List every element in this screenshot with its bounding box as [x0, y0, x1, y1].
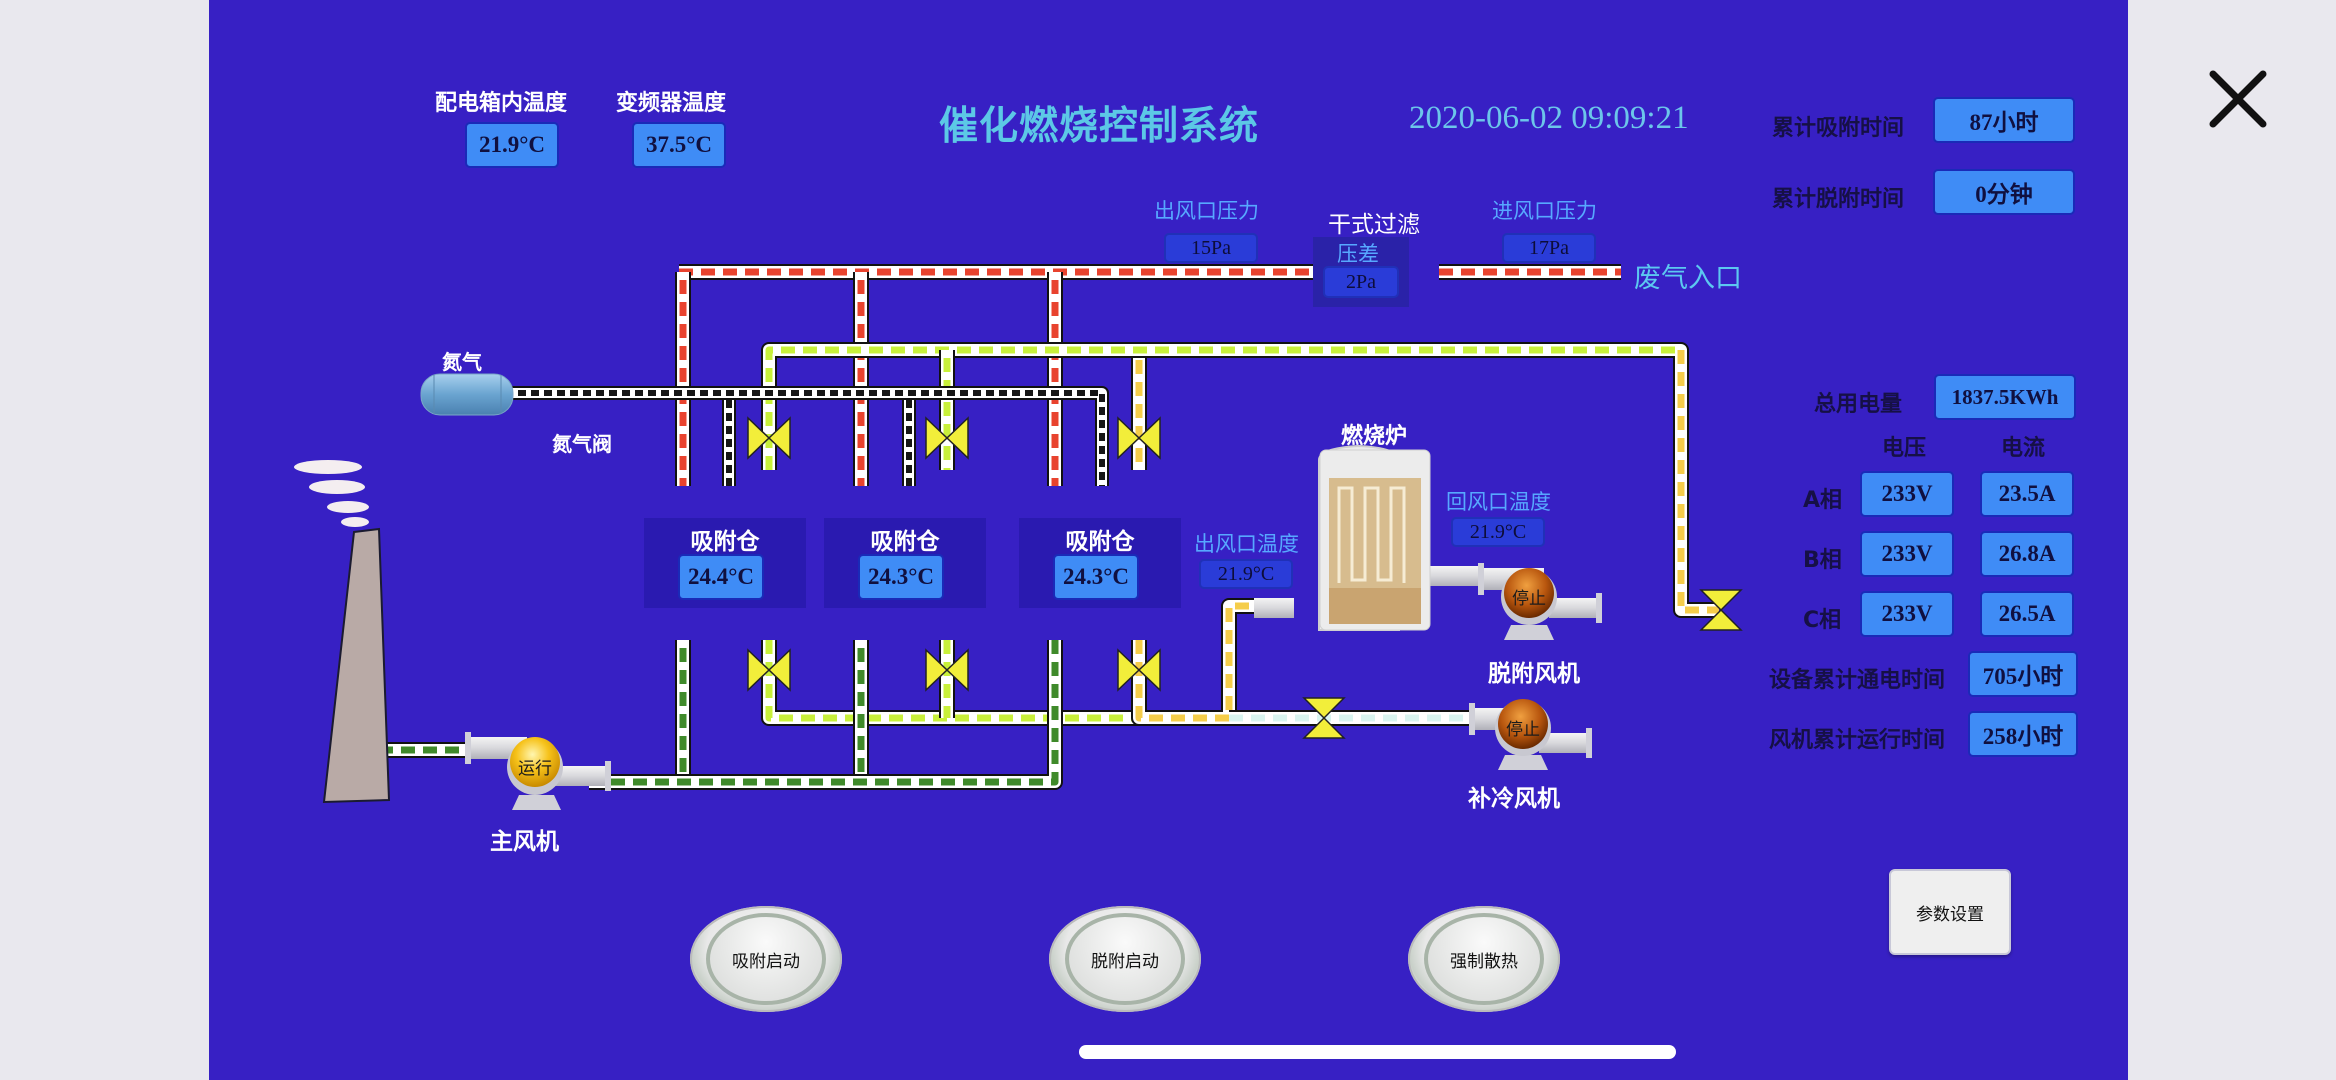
- furnace-outlet-temp-value: 21.9°C: [1199, 559, 1293, 589]
- valves[interactable]: [747, 416, 1743, 739]
- phase-b-label: B相: [1803, 548, 1842, 573]
- furnace-outlet-temp-label: 出风口温度: [1194, 532, 1299, 556]
- adsorption-time-label: 累计吸附时间: [1772, 116, 1905, 141]
- valve-icon[interactable]: [747, 416, 791, 460]
- chimney: [294, 460, 391, 804]
- datetime: 2020-06-02 09:09:21: [1409, 100, 1689, 136]
- nitrogen-valve-label: 氮气阀: [552, 432, 612, 456]
- inverter-temp-value: 37.5°C: [632, 122, 726, 168]
- main-fan-label: 主风机: [490, 829, 559, 855]
- home-indicator[interactable]: [1079, 1045, 1676, 1059]
- desorb-start-button[interactable]: 脱附启动: [1049, 906, 1201, 1012]
- phase-a-label: A相: [1803, 488, 1843, 513]
- fan-time-label: 风机累计运行时间: [1769, 728, 1946, 753]
- furnace: [1254, 444, 1484, 631]
- valve-icon[interactable]: [925, 416, 969, 460]
- outlet-pressure-label: 出风口压力: [1154, 199, 1259, 223]
- phase-a-voltage: 233V: [1860, 471, 1954, 517]
- main-fan-status: 运行: [518, 759, 552, 779]
- force-cool-button[interactable]: 强制散热: [1408, 906, 1560, 1012]
- desorb-start-label: 脱附启动: [1065, 913, 1185, 1005]
- filter-diff-value: 2Pa: [1323, 266, 1399, 298]
- cabinet-temp-value: 21.9°C: [465, 122, 559, 168]
- phase-c-voltage: 233V: [1860, 591, 1954, 637]
- close-button[interactable]: [2205, 66, 2271, 132]
- inlet-pressure-label: 进风口压力: [1492, 199, 1597, 223]
- close-icon: [2209, 70, 2267, 128]
- settings-button[interactable]: 参数设置: [1889, 869, 2011, 955]
- adsorption-time-value: 87小时: [1933, 97, 2075, 143]
- voltage-column-header: 电压: [1882, 436, 1927, 461]
- cooling-fan[interactable]: [1469, 699, 1592, 770]
- filter-title: 干式过滤: [1328, 212, 1420, 238]
- furnace-return-temp-label: 回风口温度: [1446, 490, 1551, 514]
- adsorption-chamber-1: 吸附仓 24.4°C: [644, 518, 806, 608]
- desorption-time-value: 0分钟: [1933, 169, 2075, 215]
- chamber-temp: 24.3°C: [1053, 554, 1139, 600]
- device-time-label: 设备累计通电时间: [1769, 668, 1946, 693]
- cooling-fan-label: 补冷风机: [1468, 786, 1560, 812]
- inverter-temp-label: 变频器温度: [616, 91, 727, 116]
- adsorption-chamber-2: 吸附仓 24.3°C: [824, 518, 986, 608]
- total-power-value: 1837.5KWh: [1934, 374, 2076, 420]
- pipe-clean-air: [379, 640, 1063, 790]
- phase-c-label: C相: [1803, 608, 1842, 633]
- chamber-temp: 24.4°C: [678, 554, 764, 600]
- adsorption-chamber-3: 吸附仓 24.3°C: [1019, 518, 1181, 608]
- phase-b-current: 26.8A: [1980, 531, 2074, 577]
- valve-icon[interactable]: [1302, 697, 1346, 739]
- force-cool-label: 强制散热: [1424, 913, 1544, 1005]
- cabinet-temp-label: 配电箱内温度: [435, 91, 568, 116]
- furnace-label: 燃烧炉: [1341, 424, 1408, 449]
- phase-b-voltage: 233V: [1860, 531, 1954, 577]
- phase-a-current: 23.5A: [1980, 471, 2074, 517]
- current-column-header: 电流: [2001, 436, 2046, 461]
- fan-time-value: 258小时: [1968, 711, 2078, 757]
- waste-gas-inlet-label: 废气入口: [1634, 263, 1742, 294]
- phase-c-current: 26.5A: [1980, 591, 2074, 637]
- desorption-fan-label: 脱附风机: [1488, 661, 1580, 687]
- valve-icon[interactable]: [1699, 589, 1743, 631]
- chamber-temp: 24.3°C: [858, 554, 944, 600]
- hmi-screen: 运行 停止 停止 主风机 脱附风机 补冷风机 配电箱内温度 21.9°C 变频器…: [209, 0, 2128, 1080]
- process-diagram: [294, 264, 1743, 810]
- device-time-value: 705小时: [1968, 651, 2078, 697]
- valve-icon[interactable]: [1117, 416, 1161, 460]
- furnace-return-temp-value: 21.9°C: [1451, 517, 1545, 547]
- valve-icon[interactable]: [925, 648, 969, 692]
- outlet-pressure-value: 15Pa: [1164, 233, 1258, 263]
- total-power-label: 总用电量: [1814, 392, 1903, 417]
- chamber-label: 吸附仓: [690, 529, 760, 555]
- adsorb-start-button[interactable]: 吸附启动: [690, 906, 842, 1012]
- nitrogen-tank: [420, 373, 514, 416]
- main-fan[interactable]: [465, 732, 611, 810]
- chamber-label: 吸附仓: [1065, 529, 1135, 555]
- chamber-label: 吸附仓: [870, 529, 940, 555]
- pipe-waste-gas: [675, 264, 1621, 486]
- desorption-time-label: 累计脱附时间: [1772, 187, 1905, 212]
- adsorb-start-label: 吸附启动: [706, 913, 826, 1005]
- filter-diff-label: 压差: [1337, 242, 1379, 266]
- pipe-nitrogen: [505, 386, 1109, 486]
- valve-icon[interactable]: [1117, 648, 1161, 692]
- desorption-fan[interactable]: [1478, 563, 1602, 640]
- inlet-pressure-value: 17Pa: [1502, 233, 1596, 263]
- valve-icon[interactable]: [747, 648, 791, 692]
- desorption-fan-status: 停止: [1512, 589, 1546, 609]
- nitrogen-tank-label: 氮气: [442, 350, 482, 374]
- page-title: 催化燃烧控制系统: [939, 104, 1260, 149]
- cooling-fan-status: 停止: [1506, 720, 1540, 740]
